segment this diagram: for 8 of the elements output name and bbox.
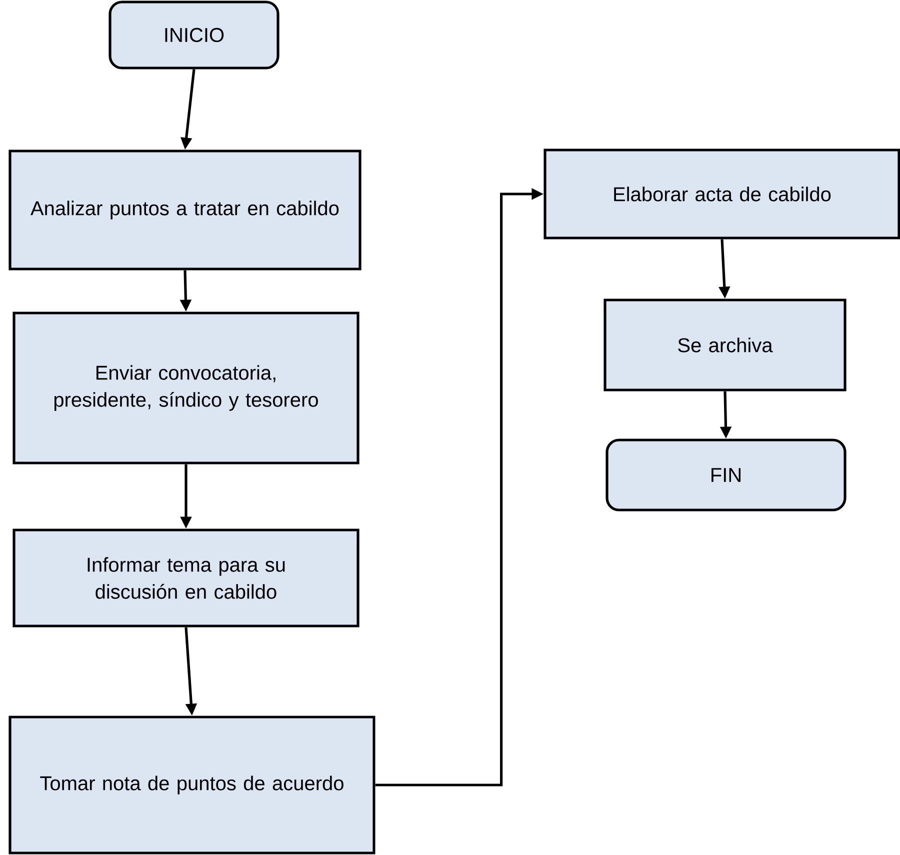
process-box: Analizar puntos a tratar en cabildo	[8, 150, 362, 270]
process-box: Tomar nota de puntos de acuerdo	[8, 716, 376, 854]
process-box: Informar tema para su discusión en cabildo	[12, 528, 360, 628]
terminal-box: FIN	[606, 438, 846, 512]
process-box: Se archiva	[604, 298, 846, 392]
process-box: Elaborar acta de cabildo	[544, 148, 900, 240]
terminal-box: INICIO	[108, 0, 280, 70]
process-box: Enviar convocatoria, presidente, síndico y tesorero	[12, 312, 360, 464]
